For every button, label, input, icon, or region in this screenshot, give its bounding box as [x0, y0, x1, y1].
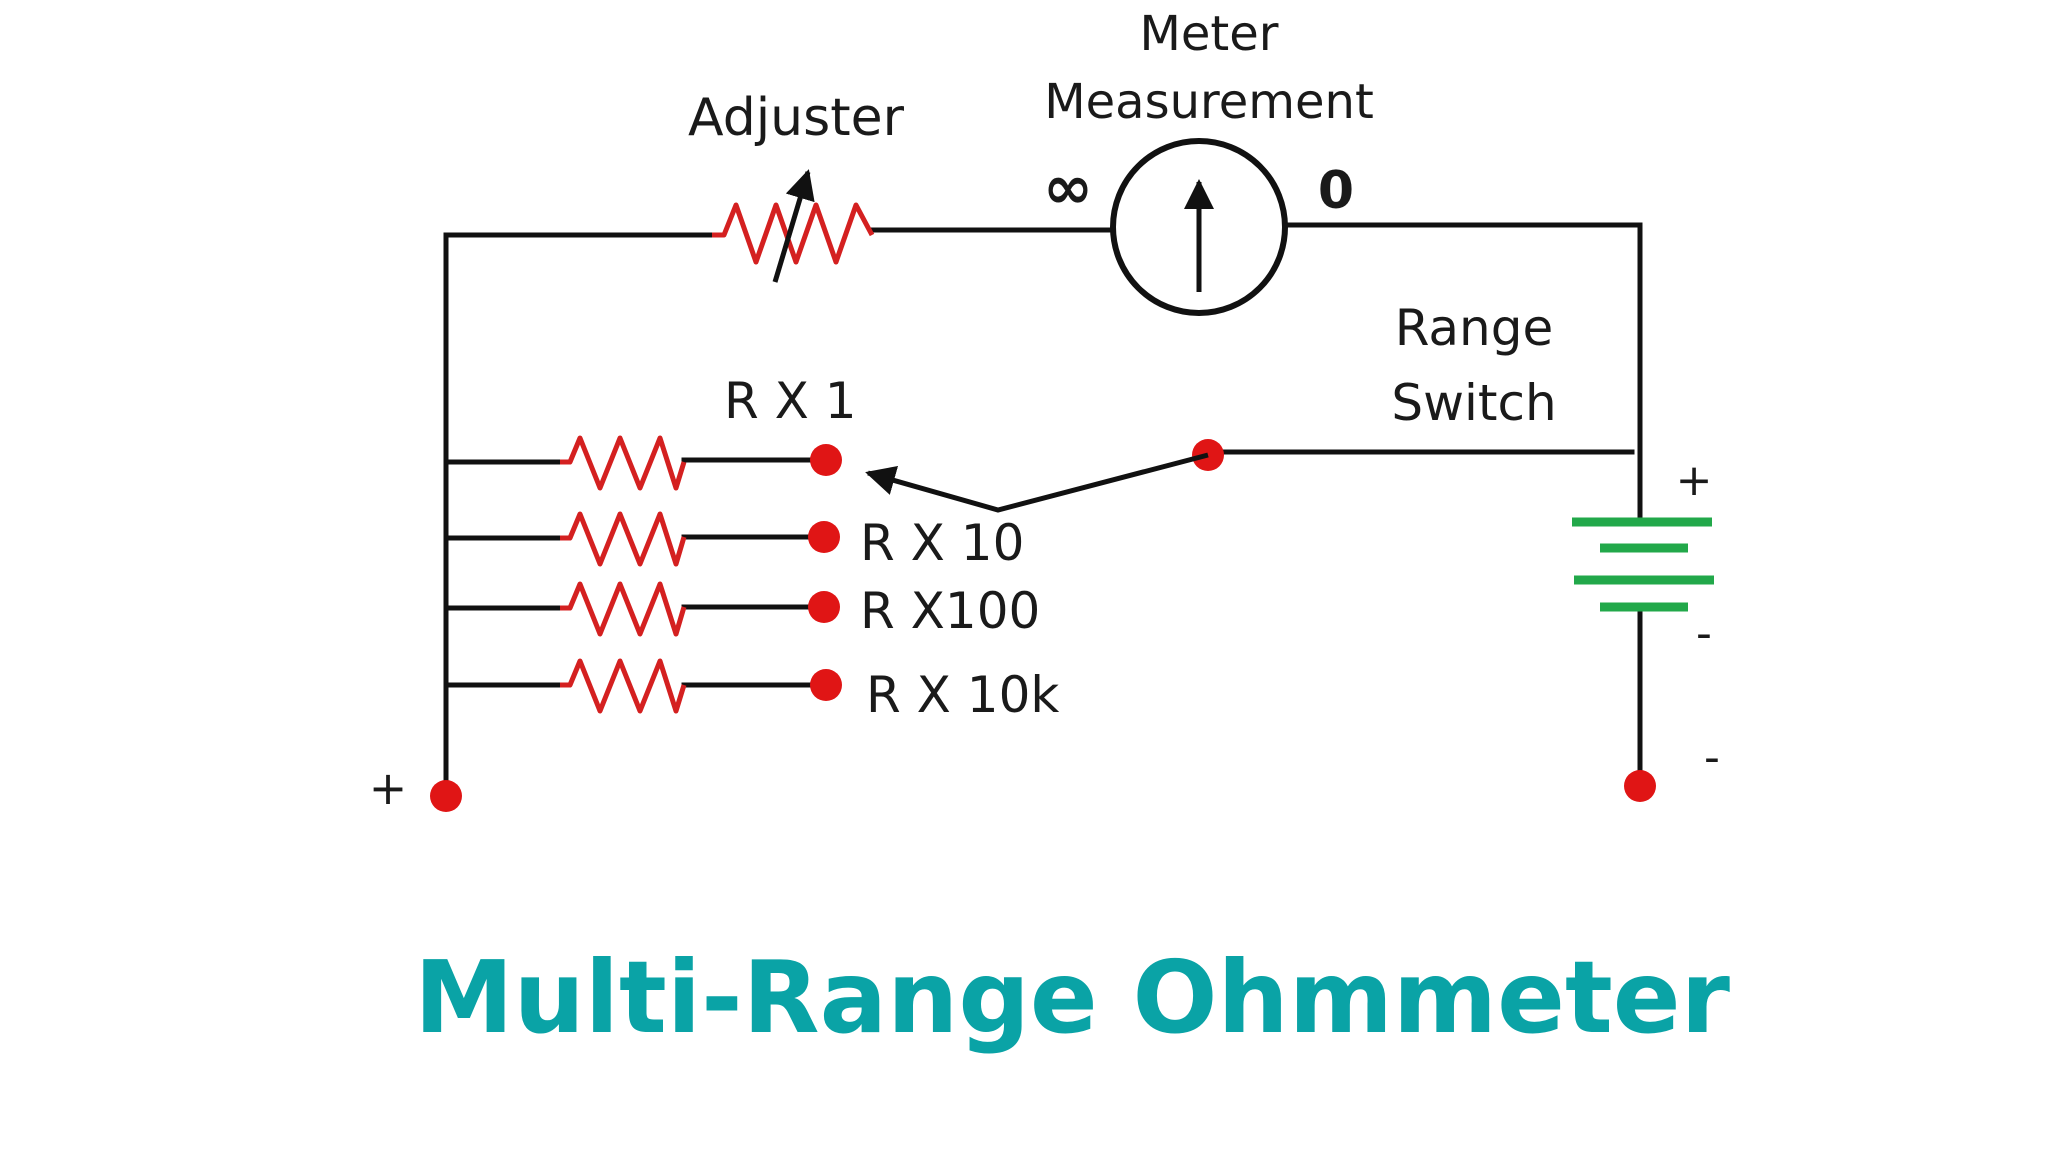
terminal-plus-node — [430, 780, 462, 812]
meter-label-line1: Meter — [1139, 6, 1278, 62]
adjuster-label: Adjuster — [688, 88, 905, 148]
adjuster-variable-resistor — [712, 169, 875, 283]
resistor-rx10 — [560, 511, 687, 567]
range-resistors — [560, 435, 687, 714]
resistor-rx1 — [560, 435, 687, 491]
meter-label-line2: Measurement — [1044, 74, 1374, 130]
contact-nodes — [430, 439, 1656, 812]
meter-gauge — [1110, 138, 1288, 316]
node-rx100 — [808, 591, 840, 623]
diagram-title: Multi-Range Ohmmeter — [414, 939, 1731, 1056]
node-rx10 — [808, 521, 840, 553]
label-rx10: R X 10 — [860, 514, 1024, 572]
battery-symbol — [1572, 517, 1714, 612]
range-switch-label-line1: Range — [1395, 299, 1553, 357]
node-rx1 — [810, 444, 842, 476]
range-switch-arm — [865, 452, 1209, 513]
circuit-wires — [443, 222, 1643, 793]
resistor-rx10k — [560, 658, 687, 714]
terminal-minus-label: - — [1704, 732, 1720, 783]
battery-minus-label: - — [1696, 608, 1712, 659]
node-rx10k — [810, 669, 842, 701]
range-switch-label-line2: Switch — [1391, 374, 1556, 432]
label-rx10k: R X 10k — [866, 666, 1059, 724]
zero-mark: 0 — [1318, 161, 1354, 221]
label-rx100: R X100 — [860, 582, 1040, 640]
terminal-plus-label: + — [369, 761, 408, 815]
terminal-minus-node — [1624, 770, 1656, 802]
label-rx1: R X 1 — [724, 372, 857, 430]
resistor-rx100 — [560, 581, 687, 637]
infinity-symbol: ∞ — [1043, 153, 1093, 223]
battery-plus-label: + — [1676, 455, 1713, 506]
